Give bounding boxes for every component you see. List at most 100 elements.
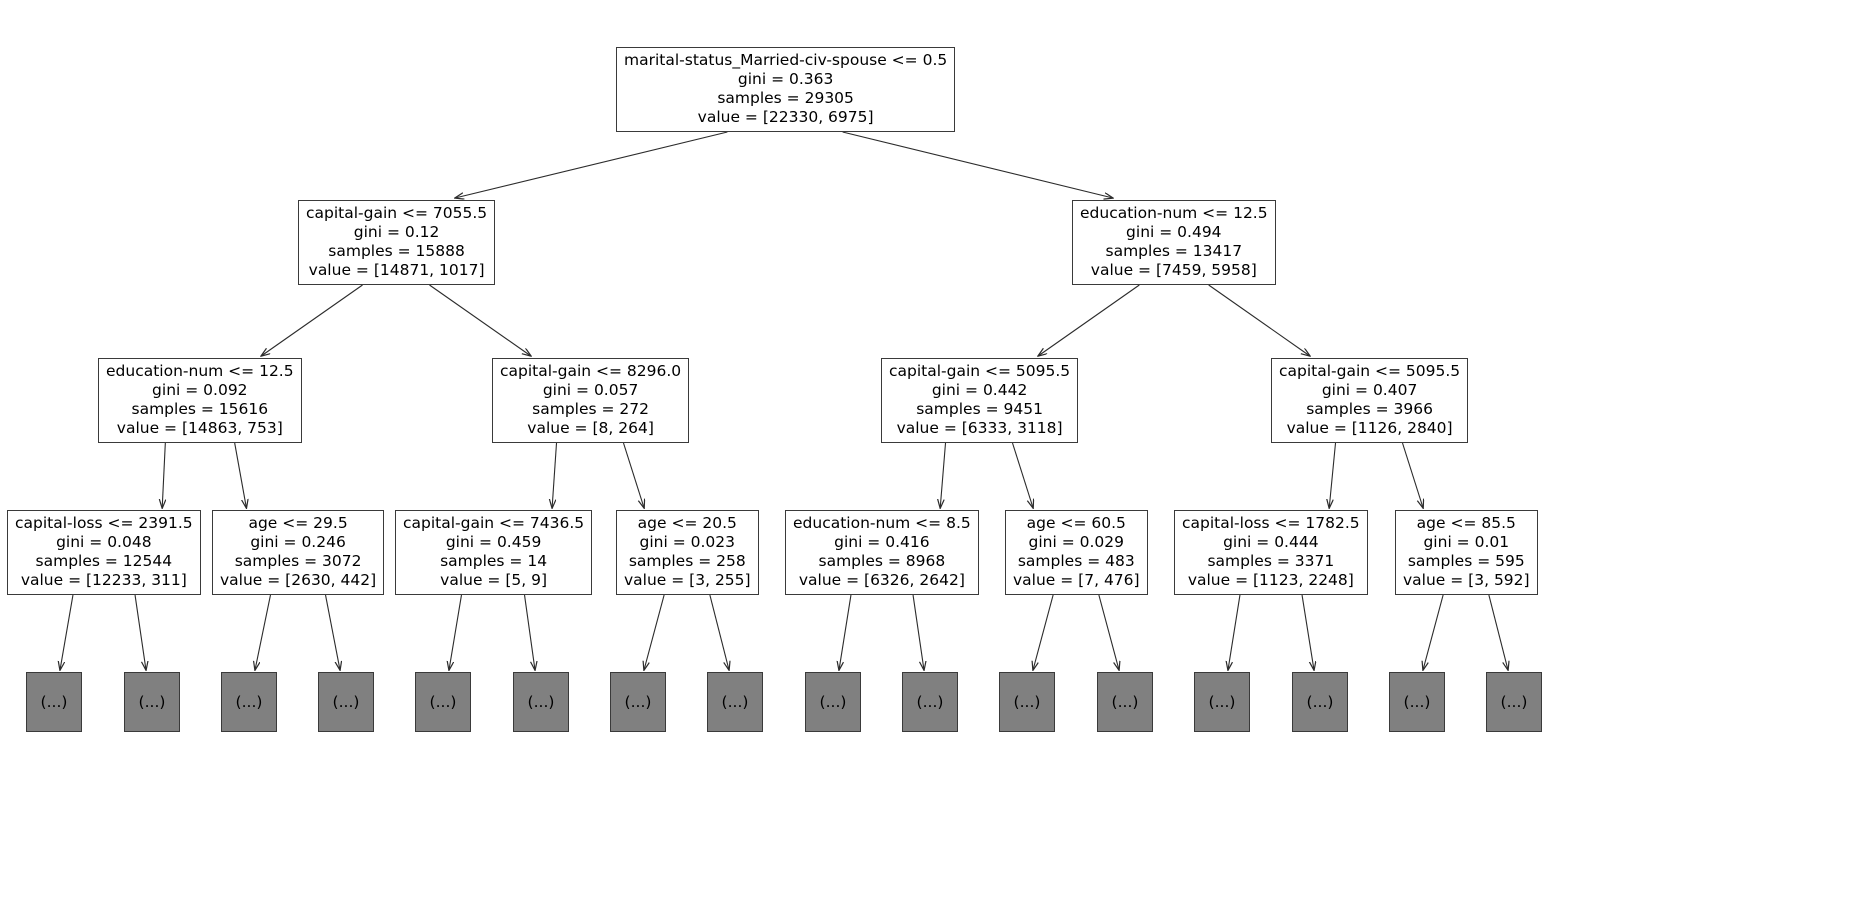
node-gini: gini = 0.057 <box>542 381 639 399</box>
node-samples: samples = 3966 <box>1306 400 1433 418</box>
node-value: value = [3, 592] <box>1403 571 1530 589</box>
node-condition: age <= 85.5 <box>1416 514 1516 532</box>
tree-edge <box>429 284 530 356</box>
node-gini: gini = 0.029 <box>1028 533 1125 551</box>
tree-edge-leaf <box>255 594 272 670</box>
tree-edge-leaf <box>60 594 74 670</box>
node-gini: gini = 0.01 <box>1423 533 1510 551</box>
tree-edge-leaf <box>912 594 924 670</box>
node-samples: samples = 483 <box>1017 552 1135 570</box>
node-condition: capital-loss <= 1782.5 <box>1182 514 1360 532</box>
node-gini: gini = 0.363 <box>737 70 834 88</box>
tree-leaf-node: (...) <box>610 672 666 732</box>
node-value: value = [7, 476] <box>1013 571 1140 589</box>
leaf-label: (...) <box>624 692 652 711</box>
node-samples: samples = 595 <box>1407 552 1525 570</box>
tree-edge <box>1329 442 1337 508</box>
leaf-label: (...) <box>1013 692 1041 711</box>
node-value: value = [22330, 6975] <box>697 108 874 126</box>
node-condition: capital-gain <= 7436.5 <box>403 514 585 532</box>
node-value: value = [8, 264] <box>527 419 654 437</box>
node-condition: capital-gain <= 5095.5 <box>889 362 1071 380</box>
tree-leaf-node: (...) <box>1194 672 1250 732</box>
leaf-label: (...) <box>1500 692 1528 711</box>
node-samples: samples = 272 <box>532 400 650 418</box>
node-condition: education-num <= 12.5 <box>106 362 294 380</box>
tree-leaf-node: (...) <box>1097 672 1153 732</box>
node-samples: samples = 12544 <box>35 552 173 570</box>
tree-leaf-node: (...) <box>1389 672 1445 732</box>
leaf-label: (...) <box>1403 692 1431 711</box>
node-value: value = [14863, 753] <box>116 419 283 437</box>
node-gini: gini = 0.092 <box>152 381 248 399</box>
tree-edge <box>552 442 558 508</box>
node-samples: samples = 15888 <box>328 242 465 260</box>
node-gini: gini = 0.12 <box>353 223 440 241</box>
tree-edge <box>261 284 363 356</box>
node-gini: gini = 0.246 <box>250 533 346 551</box>
tree-edge <box>455 131 728 198</box>
tree-edge-leaf <box>134 594 146 670</box>
node-samples: samples = 9451 <box>916 400 1043 418</box>
node-gini: gini = 0.442 <box>931 381 1028 399</box>
node-gini: gini = 0.048 <box>56 533 152 551</box>
tree-edge <box>234 442 247 508</box>
node-samples: samples = 3371 <box>1207 552 1335 570</box>
tree-edge-leaf <box>449 594 463 670</box>
leaf-label: (...) <box>721 692 749 711</box>
tree-leaf-node: (...) <box>513 672 569 732</box>
leaf-label: (...) <box>235 692 263 711</box>
tree-leaf-node: (...) <box>805 672 861 732</box>
leaf-label: (...) <box>916 692 944 711</box>
node-condition: capital-loss <= 2391.5 <box>15 514 193 532</box>
node-samples: samples = 29305 <box>717 89 854 107</box>
tree-leaf-node: (...) <box>124 672 180 732</box>
tree-node: marital-status_Married-civ-spouse <= 0.5… <box>616 47 956 132</box>
tree-edge-leaf <box>1098 594 1119 670</box>
tree-leaf-node: (...) <box>221 672 277 732</box>
tree-leaf-node: (...) <box>1486 672 1542 732</box>
node-value: value = [1123, 2248] <box>1187 571 1354 589</box>
tree-edge-leaf <box>324 594 340 670</box>
leaf-label: (...) <box>138 692 166 711</box>
tree-edge <box>1038 284 1140 356</box>
node-value: value = [14871, 1017] <box>308 261 485 279</box>
leaf-label: (...) <box>819 692 847 711</box>
tree-leaf-node: (...) <box>415 672 471 732</box>
leaf-label: (...) <box>527 692 555 711</box>
tree-leaf-node: (...) <box>318 672 374 732</box>
tree-edge-leaf <box>839 594 852 670</box>
tree-leaf-node: (...) <box>707 672 763 732</box>
leaf-label: (...) <box>1208 692 1236 711</box>
tree-leaf-node: (...) <box>1292 672 1348 732</box>
node-condition: education-num <= 12.5 <box>1080 204 1268 222</box>
node-value: value = [12233, 311] <box>20 571 187 589</box>
leaf-label: (...) <box>1111 692 1139 711</box>
node-value: value = [5, 9] <box>440 571 548 589</box>
node-value: value = [6333, 3118] <box>896 419 1063 437</box>
node-value: value = [2630, 442] <box>220 571 377 589</box>
tree-edge-leaf <box>1033 594 1054 670</box>
node-gini: gini = 0.023 <box>639 533 736 551</box>
tree-edge-leaf <box>709 594 729 670</box>
tree-edge <box>162 442 165 508</box>
tree-edge <box>1208 284 1310 356</box>
node-condition: capital-gain <= 8296.0 <box>500 362 682 380</box>
node-samples: samples = 258 <box>628 552 746 570</box>
tree-edge <box>940 442 947 508</box>
